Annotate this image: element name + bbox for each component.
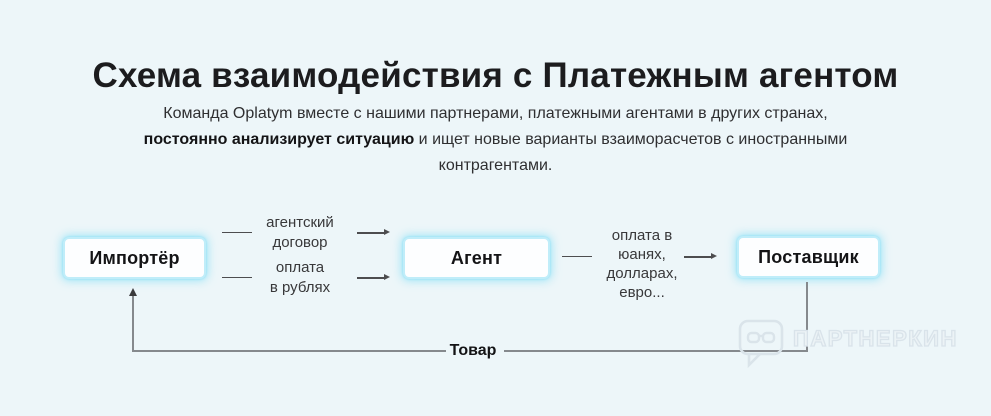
edge-label-payment-rubles: оплата в рублях xyxy=(269,259,331,296)
goods-route-line-horizontal-right xyxy=(504,350,808,352)
subtitle-line-1: Команда Oplatym вместе с нашими партнера… xyxy=(163,105,828,122)
subtitle-bold-text: постоянно анализирует ситуацию xyxy=(143,131,415,148)
arrow-right-icon xyxy=(684,252,717,261)
page-title: Схема взаимодействия с Платежным агентом xyxy=(92,56,899,96)
glasses-speech-bubble-icon xyxy=(738,319,784,368)
goods-label: Товар xyxy=(449,342,497,359)
node-importer: Импортёр xyxy=(63,237,206,279)
edge-label-agency-contract: агентский договор xyxy=(266,214,334,251)
node-supplier-label: Поставщик xyxy=(758,246,859,267)
subtitle-line-3: контрагентами. xyxy=(438,157,553,174)
subtitle-line-2-rest: и ищет новые варианты взаиморасчетов с и… xyxy=(414,131,848,148)
connector-line xyxy=(222,232,252,233)
arrow-right-icon xyxy=(357,228,390,237)
node-agent: Агент xyxy=(403,237,550,279)
watermark-text: ПАРТНЕРКИН xyxy=(792,325,958,351)
subtitle-line-2: постоянно анализирует ситуацию и ищет но… xyxy=(0,127,991,153)
page-subtitle: Команда Oplatym вместе с нашими партнера… xyxy=(0,101,991,179)
goods-route-line-vertical-left xyxy=(132,296,134,352)
goods-route-line-horizontal-left xyxy=(132,350,446,352)
watermark: ПАРТНЕРКИН xyxy=(737,318,958,368)
goods-route-line-vertical-right xyxy=(806,282,808,352)
arrow-up-icon xyxy=(129,288,137,296)
connector-line xyxy=(222,277,252,278)
connector-line xyxy=(562,256,592,257)
node-supplier: Поставщик xyxy=(737,236,880,278)
node-agent-label: Агент xyxy=(450,247,503,268)
node-importer-label: Импортёр xyxy=(89,247,180,268)
edge-label-payment-foreign-currency: оплата в юанях, долларах, евро... xyxy=(606,227,678,301)
arrow-right-icon xyxy=(357,273,390,282)
